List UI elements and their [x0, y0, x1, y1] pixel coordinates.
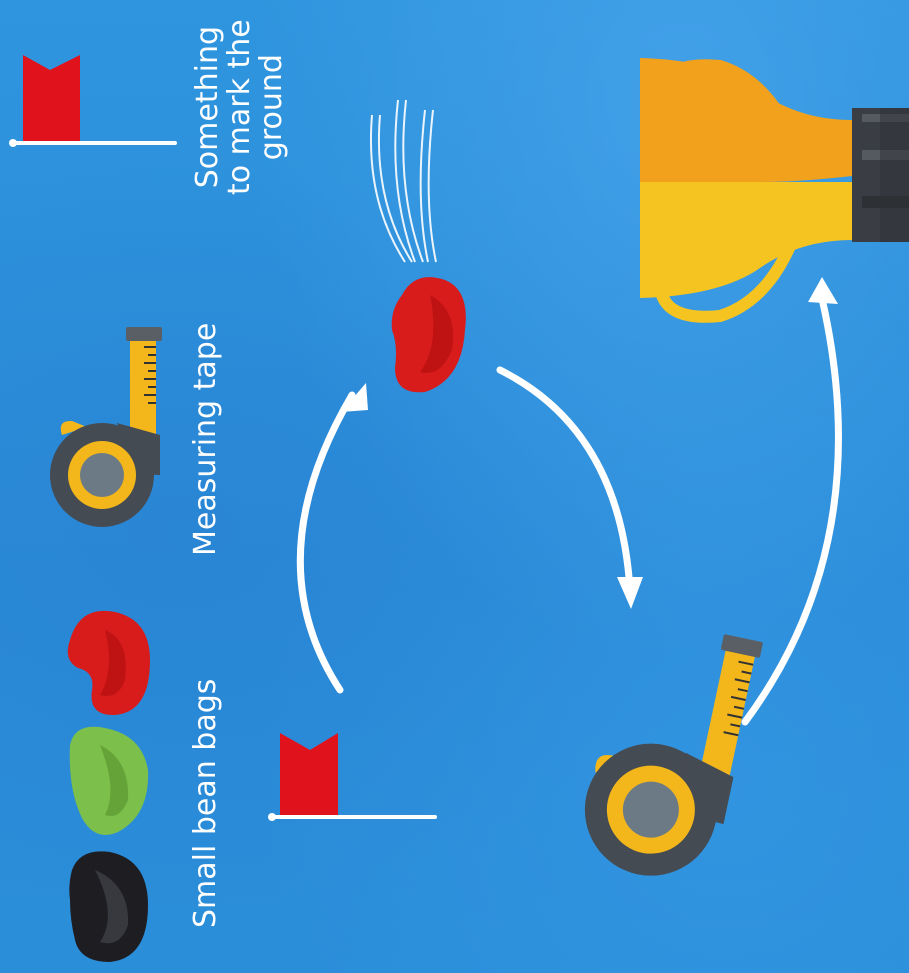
cycle-measuring-tape-icon — [573, 613, 764, 890]
legend-measuring-tape-icon — [50, 327, 162, 527]
arrowhead-2 — [617, 577, 643, 609]
legend-flag-icon — [9, 55, 175, 147]
arrow-bean-to-tape — [500, 370, 630, 590]
arrowhead-3 — [808, 277, 838, 304]
cycle-bean-bag-icon — [371, 100, 466, 392]
cycle-flag-marker-icon — [268, 733, 435, 821]
legend-bean-bag-black-icon — [69, 851, 148, 962]
legend-bean-bag-red-icon — [68, 611, 150, 715]
arrowhead-1 — [341, 383, 368, 412]
arrow-flag-to-bean — [300, 395, 352, 690]
legend-bean-bag-green-icon — [70, 727, 148, 835]
cycle-trophy-icon — [640, 58, 909, 317]
